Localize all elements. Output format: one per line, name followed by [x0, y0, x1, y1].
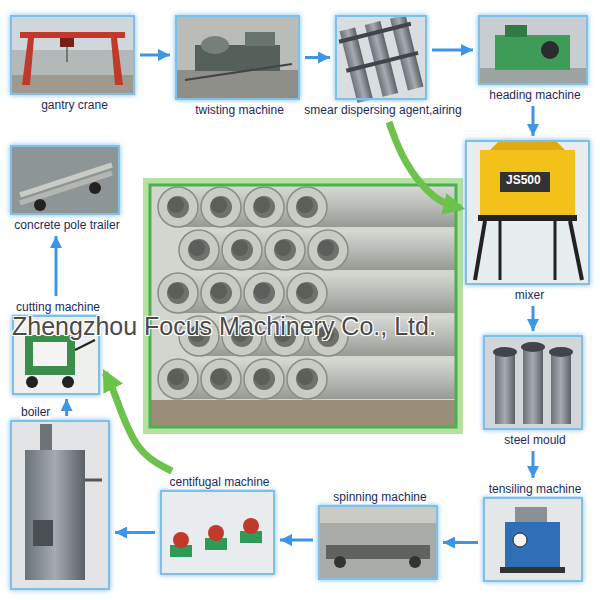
flow-arrow: [140, 54, 170, 57]
step-label: boiler: [20, 405, 51, 419]
photo-box: concrete pole trailer: [10, 145, 120, 215]
step-label: heading machine: [488, 88, 581, 102]
curved-arrow: [389, 122, 461, 208]
model-plate: JS500: [506, 174, 541, 188]
boiler-photo: [10, 420, 110, 590]
step-label: tensiling machine: [488, 482, 583, 496]
photo-box: heading machine: [478, 15, 588, 85]
curved-arrow: [105, 373, 172, 471]
step-label: mixer: [514, 288, 545, 302]
flow-arrow: [65, 399, 68, 416]
photo-box: mixer: [465, 140, 590, 285]
flow-arrow: [532, 106, 535, 136]
flow-arrow: [115, 531, 155, 534]
photo-box: tensiling machine: [483, 497, 583, 582]
flow-arrow: [305, 56, 330, 59]
heading-photo: [478, 15, 588, 85]
step-label: gantry crane: [40, 98, 109, 112]
step-label: twisting machine: [194, 103, 285, 117]
photo-box: steel mould: [483, 335, 583, 430]
step-label: spinning machine: [332, 490, 427, 504]
photo-box: centifugal machine: [160, 490, 275, 575]
photo-box: gantry crane: [10, 15, 135, 95]
mixer-photo: [465, 140, 590, 285]
gantry-photo: [10, 15, 135, 95]
steel-mould-photo: [483, 335, 583, 430]
step-label: steel mould: [503, 433, 566, 447]
centrifugal-photo: [160, 490, 275, 575]
watermark: Zhengzhou Focus Machinery Co., Ltd.: [12, 312, 436, 341]
step-label: centifugal machine: [168, 475, 270, 489]
tensioner-photo: [483, 497, 583, 582]
photo-box: spinning machine: [318, 505, 438, 580]
photo-box: twisting machine: [175, 15, 300, 100]
photo-box: smear dispersing agent,airing: [335, 15, 427, 100]
spinning-photo: [318, 505, 438, 580]
flow-arrow: [532, 451, 535, 478]
step-label: concrete pole trailer: [13, 218, 120, 232]
step-label: cutting machine: [15, 300, 101, 314]
photo-box: boiler: [10, 420, 110, 590]
flow-arrow: [432, 49, 473, 52]
pole-stack-photo: [150, 185, 456, 427]
flow-arrow: [55, 236, 58, 296]
mould-photo: [335, 14, 427, 104]
flow-arrow: [280, 539, 313, 542]
twisting-photo: [175, 15, 300, 100]
photo-glow: [146, 181, 460, 431]
step-label: smear dispersing agent,airing: [303, 103, 462, 117]
flow-arrow: [532, 306, 535, 331]
trailer-photo: [10, 145, 120, 215]
flow-arrow: [443, 541, 478, 544]
